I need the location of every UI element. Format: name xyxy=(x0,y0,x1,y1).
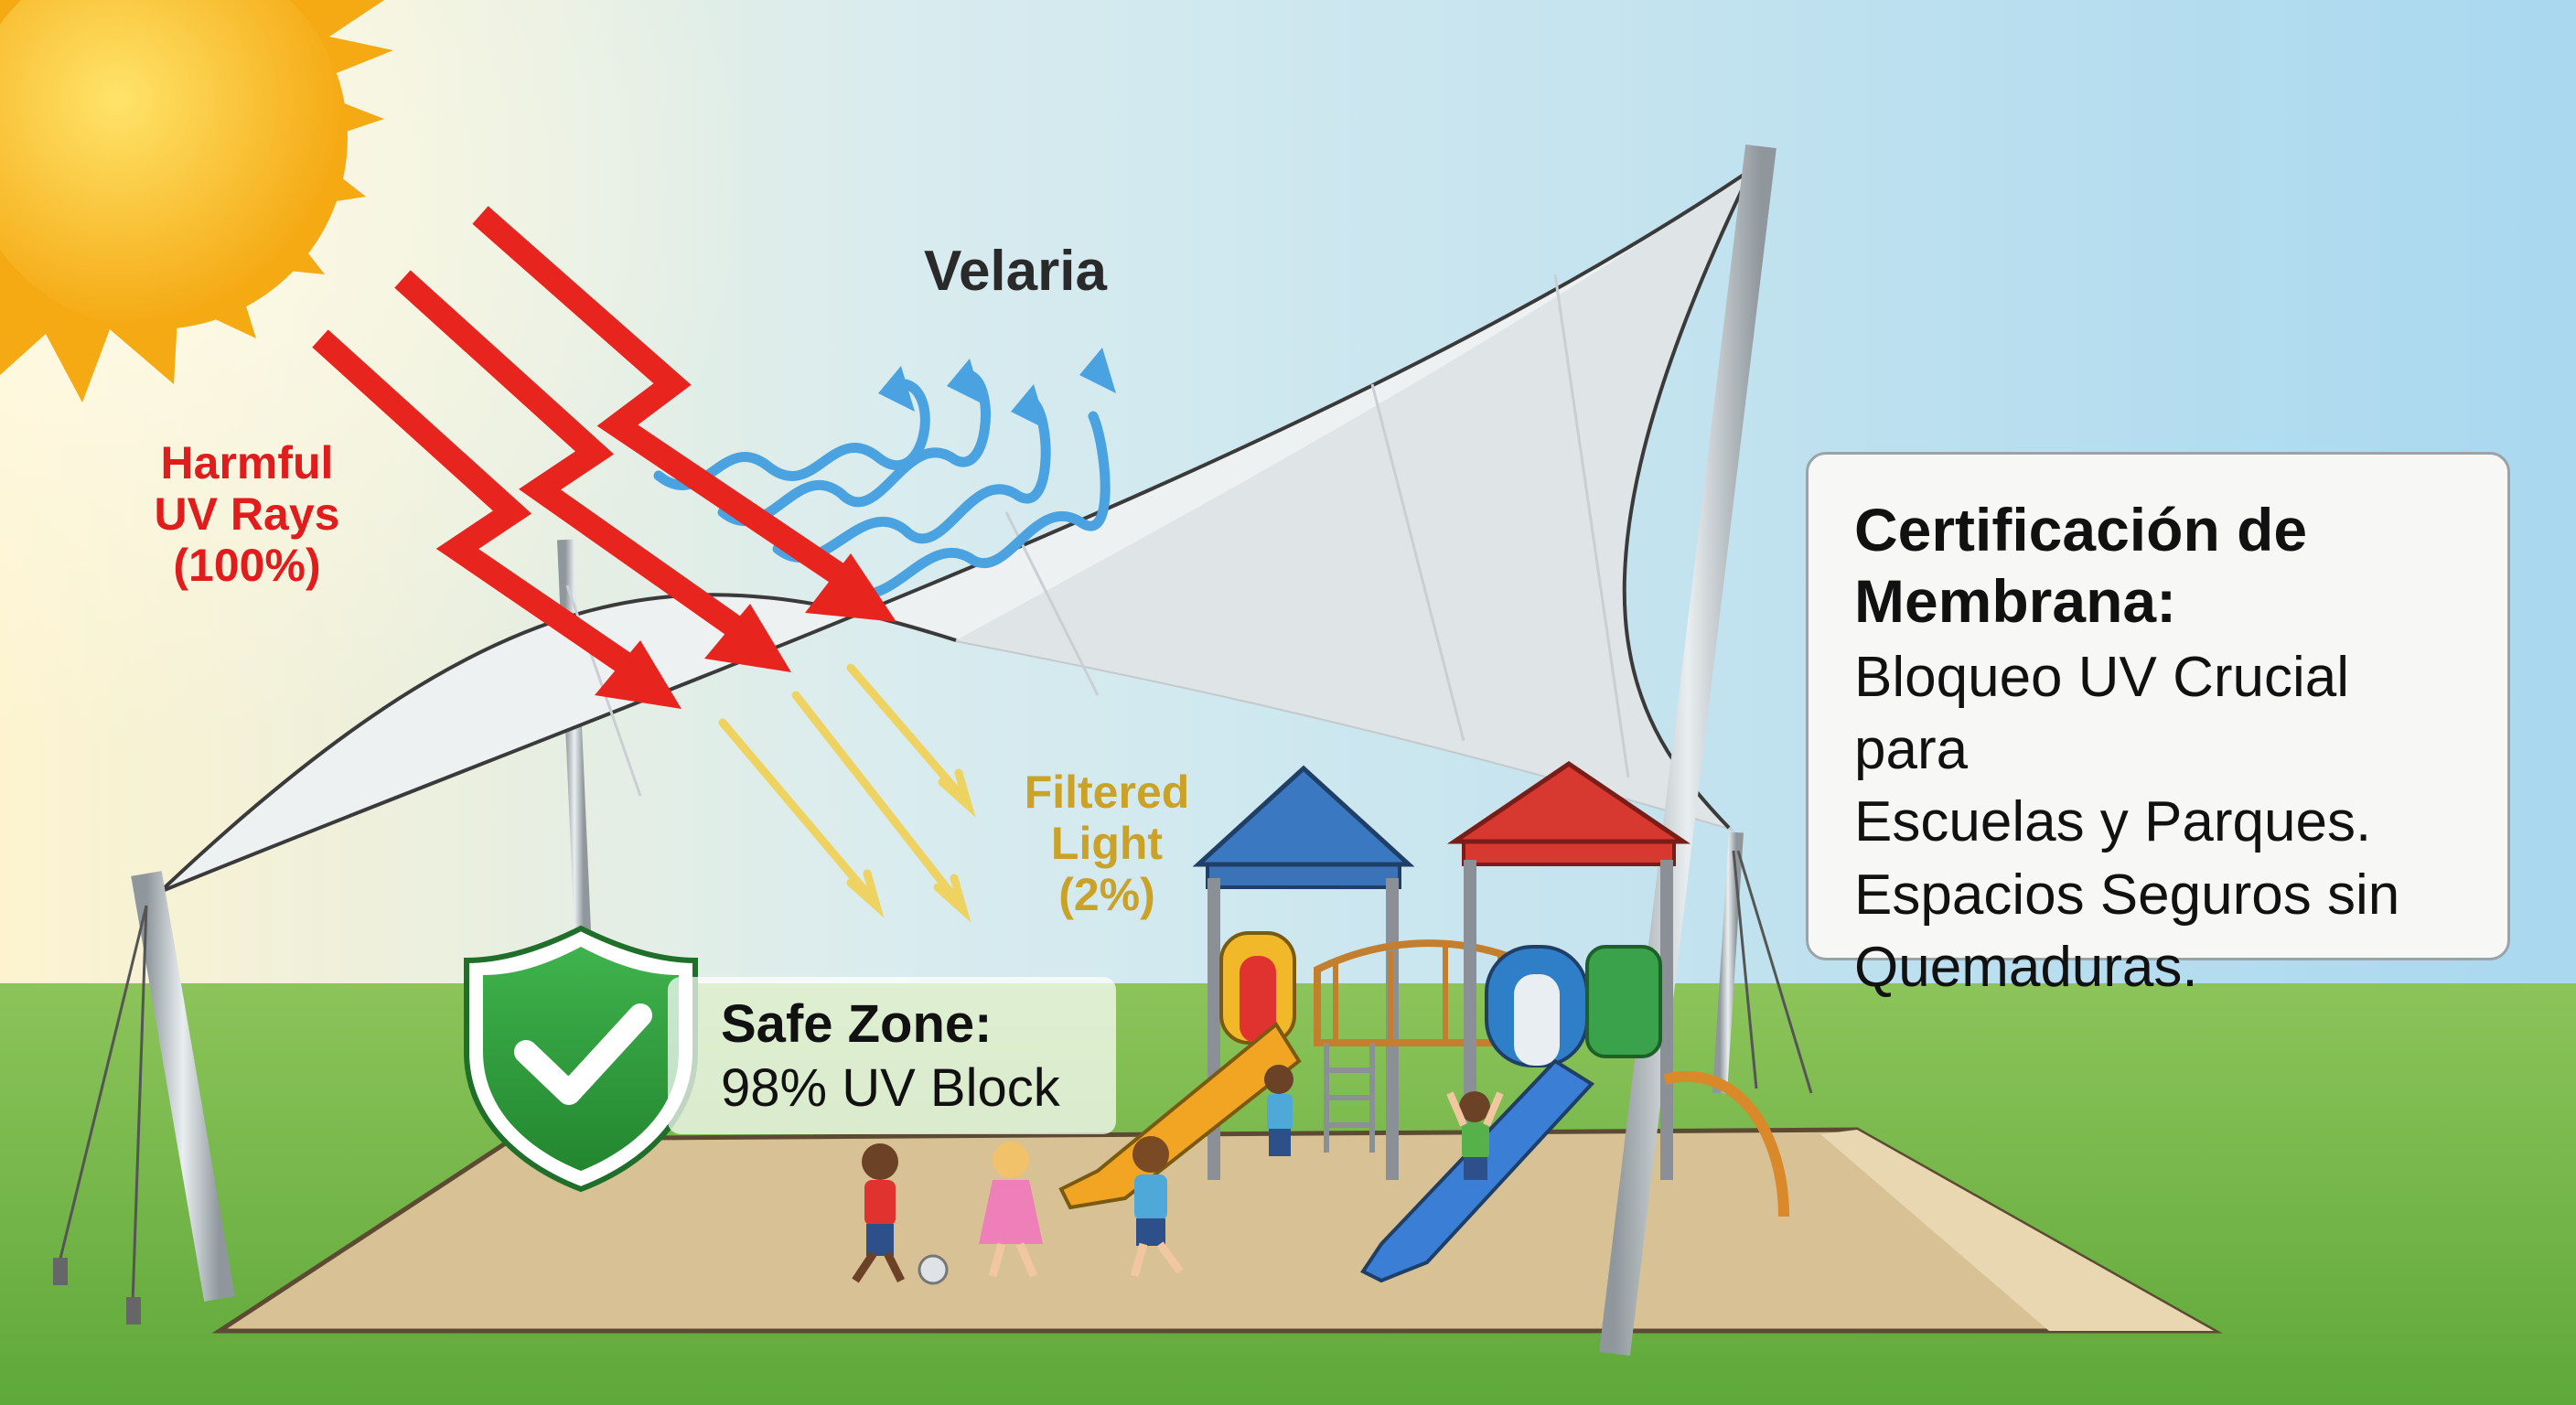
child xyxy=(1130,1136,1184,1278)
left-pole xyxy=(131,871,235,1302)
children-playing xyxy=(852,1065,1504,1285)
harmful-uv-line: Harmful xyxy=(160,437,334,488)
shield-check-icon xyxy=(464,925,698,1193)
certification-title-line: Membrana: xyxy=(1854,566,2177,635)
child xyxy=(852,1143,906,1283)
filtered-light-label: Filtered Light (2%) xyxy=(970,767,1244,920)
anchor-peg xyxy=(53,1258,68,1285)
guy-line xyxy=(131,905,148,1304)
child xyxy=(979,1142,1043,1278)
anchor-peg xyxy=(126,1297,141,1325)
harmful-arrowheads xyxy=(595,553,896,709)
harmful-uv-rays xyxy=(312,206,849,678)
filtered-light-line: (2%) xyxy=(1058,869,1155,920)
certification-body-line: Espacios Seguros sin xyxy=(1854,863,2400,927)
guy-line xyxy=(1736,850,1813,1094)
velaria-label: Velaria xyxy=(924,240,1107,303)
guy-line xyxy=(1732,850,1758,1089)
certification-body-line: Bloqueo UV Crucial para xyxy=(1854,645,2350,782)
sun-icon xyxy=(0,0,393,402)
filtered-light-line: Filtered xyxy=(1024,767,1190,818)
harmful-uv-label: Harmful UV Rays (100%) xyxy=(101,437,393,591)
harmful-uv-line: UV Rays xyxy=(154,488,340,540)
right-pole xyxy=(1599,144,1776,1357)
child xyxy=(1264,1065,1293,1156)
certification-card: Certificación de Membrana: Bloqueo UV Cr… xyxy=(1806,452,2510,999)
safe-zone-title: Safe Zone: xyxy=(721,994,993,1054)
safe-zone-panel xyxy=(668,977,1116,1134)
shade-sail-far-side xyxy=(956,169,1752,828)
guy-line xyxy=(58,905,148,1263)
safe-zone-subtitle: 98% UV Block xyxy=(721,1058,1060,1118)
certification-body-line: Escuelas y Parques. xyxy=(1854,790,2372,854)
reflected-arrowheads xyxy=(878,348,1116,430)
certification-title-line: Certificación de xyxy=(1854,496,2308,563)
certification-body: Bloqueo UV Crucial para Escuelas y Parqu… xyxy=(1854,641,2474,1004)
filtered-light-rays xyxy=(718,663,976,923)
child xyxy=(1446,1091,1504,1180)
sand-highlight xyxy=(1820,1130,2214,1331)
certification-title: Certificación de Membrana: xyxy=(1854,495,2474,638)
back-pole xyxy=(557,539,592,952)
filtered-light-line: Light xyxy=(1050,818,1164,869)
certification-body-line: Quemaduras. xyxy=(1854,936,2198,1000)
right-back-pole xyxy=(1712,831,1744,1094)
reflected-uv-rays xyxy=(653,370,1111,600)
harmful-uv-line: (100%) xyxy=(173,540,321,591)
ball xyxy=(918,1254,949,1285)
